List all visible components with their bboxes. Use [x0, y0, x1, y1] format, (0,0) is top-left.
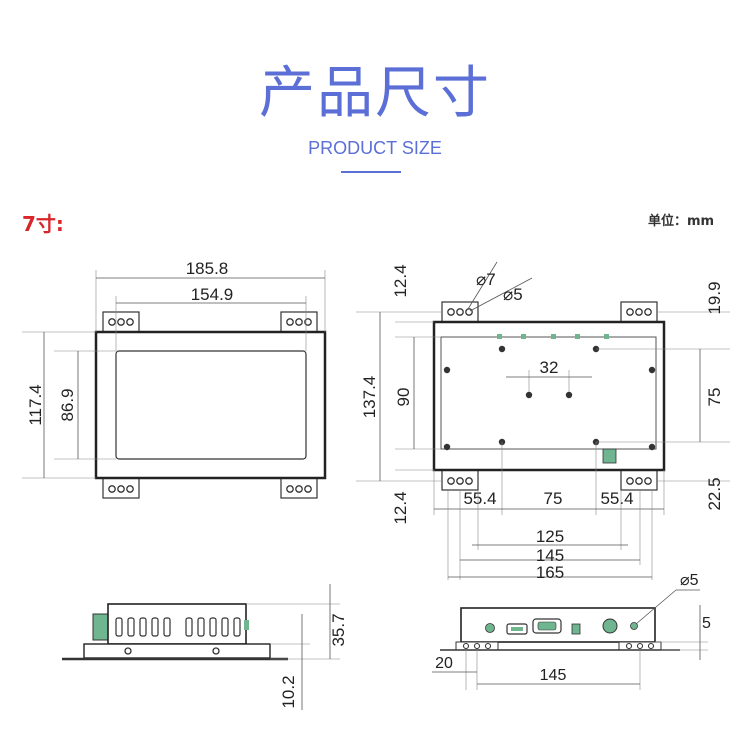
side-bracket-height: 10.2 — [279, 675, 298, 708]
subtitle-underline — [341, 171, 401, 173]
rear-bottom-offset: 22.5 — [705, 477, 724, 510]
side-connector — [92, 613, 110, 641]
front-view: 185.8 154.9 117.4 86.9 — [22, 259, 327, 499]
rear-vertical-spacing: 75 — [705, 388, 724, 407]
rear-total-height: 137.4 — [360, 376, 379, 419]
rear-width-125: 125 — [536, 527, 564, 546]
rear-top-hole-offset: 19.9 — [705, 281, 724, 314]
rear-left-spacing: 55.4 — [463, 489, 496, 508]
side-bracket — [83, 643, 271, 659]
rear-hole-spacing-32: 32 — [540, 358, 559, 377]
size-label: 7寸: — [22, 212, 64, 236]
bottom-right-offset: 5 — [702, 615, 711, 632]
rear-panel — [440, 336, 657, 450]
rear-inner-height: 90 — [394, 388, 413, 407]
front-screen — [115, 350, 307, 460]
bottom-port-round — [485, 623, 495, 633]
rear-width-165: 165 — [536, 563, 564, 582]
rear-width-145: 145 — [536, 546, 564, 565]
front-total-width: 185.8 — [186, 259, 229, 278]
front-screen-width: 154.9 — [191, 285, 234, 304]
rear-view: 32 ⌀7 ⌀5 12.4 137.4 90 12.4 19.9 75 22.5 — [356, 261, 730, 582]
bottom-port-switch — [630, 622, 638, 630]
bottom-left-offset: 20 — [435, 655, 453, 672]
rear-connector — [602, 448, 617, 464]
front-total-height: 117.4 — [26, 384, 45, 425]
front-screen-height: 86.9 — [58, 388, 77, 421]
bottom-view: ⌀5 5 20 145 — [432, 572, 711, 690]
bottom-hole-dia: ⌀5 — [680, 572, 699, 589]
rear-hole-5: ⌀5 — [503, 285, 523, 304]
bottom-port-power — [602, 618, 618, 634]
rear-middle-spacing: 75 — [544, 489, 563, 508]
page-title: 产品尺寸 — [259, 61, 491, 126]
rear-right-spacing: 55.4 — [600, 489, 633, 508]
bottom-hole-spacing: 145 — [540, 667, 567, 684]
unit-label: 单位：mm — [648, 214, 715, 229]
rear-hole-7: ⌀7 — [476, 270, 496, 289]
rear-bracket-offset-bottom: 12.4 — [391, 491, 410, 524]
side-depth: 35.7 — [329, 613, 348, 646]
bottom-port-usb — [571, 623, 581, 635]
rear-bracket-offset-top: 12.4 — [391, 264, 410, 297]
side-view: 35.7 10.2 — [62, 584, 348, 710]
side-body — [107, 603, 247, 645]
page-subtitle: PRODUCT SIZE — [308, 138, 442, 158]
